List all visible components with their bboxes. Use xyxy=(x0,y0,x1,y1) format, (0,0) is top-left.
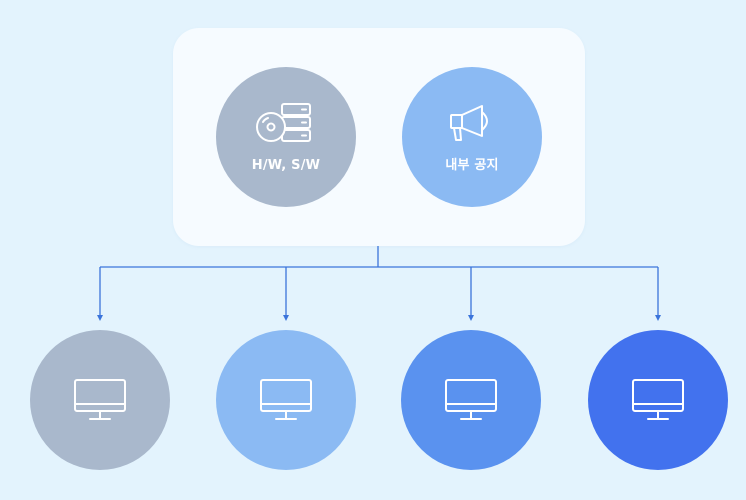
monitor-icon xyxy=(72,377,128,423)
hw-sw-label: H/W, S/W xyxy=(251,157,321,173)
server-disc-icon xyxy=(254,102,318,148)
megaphone-icon xyxy=(446,102,498,144)
internal-notice-node: 내부 공지 xyxy=(402,67,542,207)
computer-node-3 xyxy=(401,330,541,470)
monitor-icon xyxy=(630,377,686,423)
internal-notice-label: 내부 공지 xyxy=(445,157,499,173)
computer-node-1 xyxy=(30,330,170,470)
monitor-icon xyxy=(258,377,314,423)
hw-sw-node: H/W, S/W xyxy=(216,67,356,207)
computer-node-2 xyxy=(216,330,356,470)
monitor-icon xyxy=(443,377,499,423)
computer-node-4 xyxy=(588,330,728,470)
